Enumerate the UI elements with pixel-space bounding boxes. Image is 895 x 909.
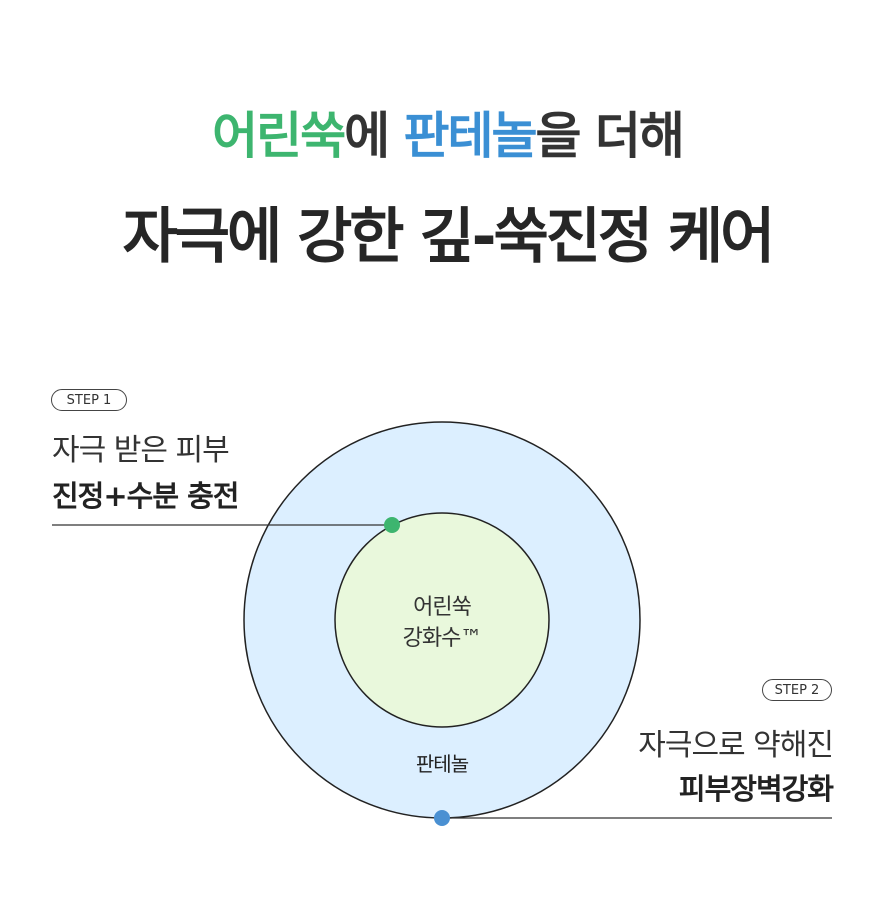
headline-highlight-panthenol: 판테놀	[403, 107, 538, 165]
inner-circle-label-line-2: 강화수™	[402, 626, 483, 651]
headline-text-particle-2: 을 더해	[535, 107, 685, 165]
headline-line-2: 자극에 강한 깊-쑥진정 케어	[122, 202, 776, 272]
step1-badge: STEP 1	[51, 389, 127, 411]
headline-text-particle-1: 에	[344, 107, 404, 165]
step2-title: 피부장벽강화	[678, 772, 834, 806]
step2-subtitle: 자극으로 약해진	[638, 728, 834, 763]
headline-highlight-mugwort: 어린쑥	[212, 107, 346, 165]
step2-marker-dot	[434, 810, 450, 826]
headline-line-1: 어린쑥에 판테놀을 더해	[0, 96, 895, 168]
step1-title: 진정+수분 충전	[52, 479, 239, 513]
step2-badge: STEP 2	[762, 679, 832, 701]
inner-circle	[334, 512, 550, 728]
step1-marker-dot	[384, 517, 400, 533]
step1-subtitle: 자극 받은 피부	[52, 433, 230, 468]
inner-circle-label-line-1: 어린쑥	[413, 595, 472, 620]
outer-circle-label: 판테놀	[415, 752, 469, 776]
